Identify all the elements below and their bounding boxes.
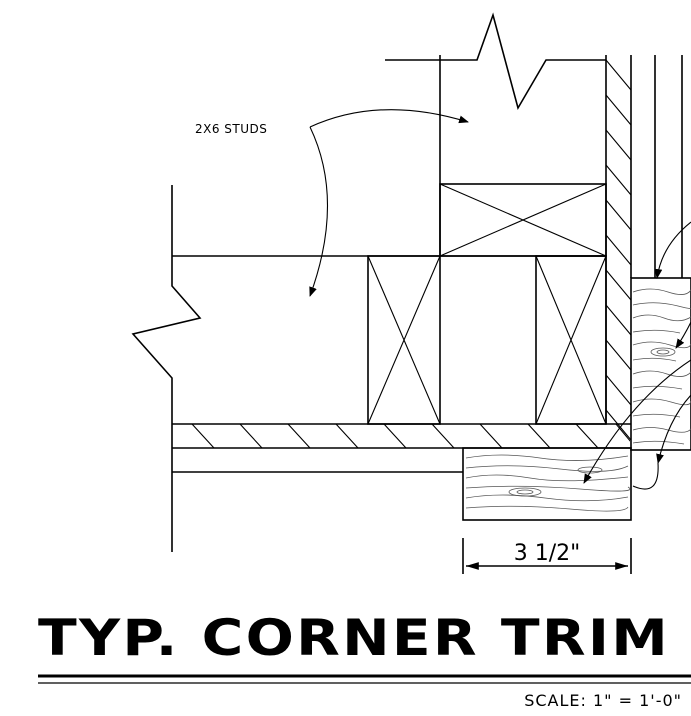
horizontal-sheathing [172,424,631,449]
corner-stud-left [367,255,441,425]
drawing-title: TYP. CORNER TRIM [38,609,670,667]
studs-callout-leaders [309,109,469,297]
vertical-sheathing [605,55,632,441]
dimension-label: 3 1/2" [514,541,581,566]
corner-trim-board-right [630,277,691,451]
studs-callout-label: 2X6 STUDS [195,122,267,136]
trim-callout-leaders [583,221,691,490]
top-break-line [385,12,606,111]
corner-stud-right [535,255,607,425]
upper-stud [439,183,607,257]
title-underline [38,674,691,684]
scale-note: SCALE: 1" = 1'-0" [524,691,682,710]
siding-vertical-lines [654,55,683,278]
dimension-3-1-2 [462,538,632,574]
corner-trim-board-bottom [462,447,632,521]
left-break-line [131,185,202,552]
